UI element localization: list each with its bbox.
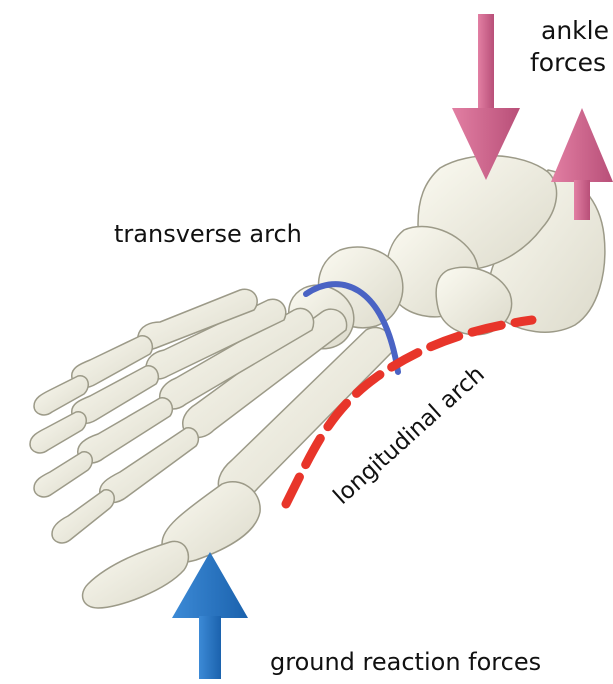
transverse-arch-label: transverse arch xyxy=(114,222,302,246)
hallux-distal-phalanx xyxy=(83,541,189,608)
ankle-forces-label-line2: forces xyxy=(530,50,606,75)
ankle-forces-label-line1: ankle xyxy=(541,18,609,43)
toe-4-tip xyxy=(30,412,86,453)
toe-3-tip xyxy=(34,452,92,497)
toe-2-tip xyxy=(52,490,114,543)
ankle-force-arrow-down xyxy=(452,14,520,180)
ground-reaction-forces-label: ground reaction forces xyxy=(270,650,541,674)
